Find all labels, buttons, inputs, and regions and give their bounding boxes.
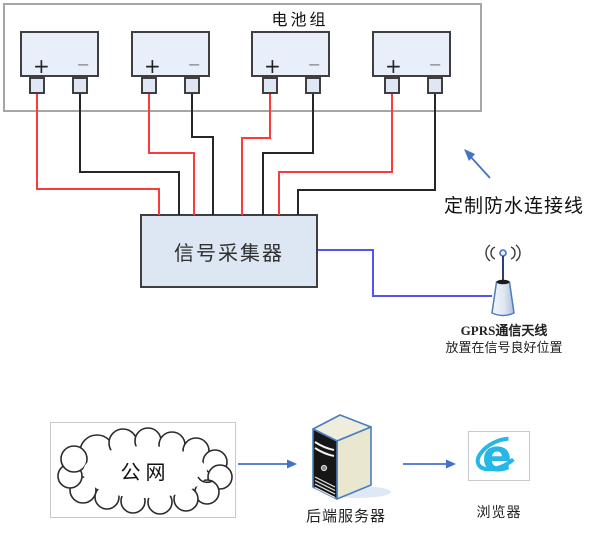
battery2-negative-terminal	[184, 77, 200, 94]
battery3-plus-label: +	[264, 54, 281, 78]
backend-server-label: 后端服务器	[305, 509, 386, 525]
battery2-plus-label: +	[144, 54, 161, 78]
server-icon	[312, 414, 391, 500]
battery4-minus-label: −	[428, 55, 442, 74]
wire-battery1-negative	[79, 94, 180, 215]
gprs-antenna-note: 放置在信号良好位置	[445, 340, 563, 355]
wire-battery2-negative	[191, 94, 214, 215]
signal-collector-box: 信号采集器	[140, 214, 318, 288]
browser-label: 浏览器	[476, 506, 522, 521]
battery3-negative-terminal	[305, 77, 321, 94]
negative-wires	[79, 94, 436, 215]
battery2-positive-terminal	[141, 77, 157, 94]
battery1-negative-terminal	[72, 77, 88, 94]
wire-antenna-blue	[318, 249, 492, 297]
positive-wires	[36, 94, 393, 215]
battery4-plus-label: +	[385, 54, 402, 78]
arrow-cloud-to-server	[238, 459, 297, 469]
battery4-positive-terminal	[384, 77, 400, 94]
battery-cell-2: + −	[131, 31, 210, 78]
battery-pack-title: 电池组	[271, 12, 329, 29]
battery-cell-4: + −	[372, 31, 451, 78]
wire-battery3-negative	[262, 94, 314, 215]
battery2-minus-label: −	[187, 55, 201, 74]
wire-battery1-positive	[36, 94, 160, 215]
battery3-minus-label: −	[307, 55, 321, 74]
waterproof-cable-label: 定制防水连接线	[444, 196, 585, 217]
battery1-minus-label: −	[76, 55, 90, 74]
battery1-positive-terminal	[29, 77, 45, 94]
wire-battery4-negative	[297, 94, 436, 215]
battery-cell-3: + −	[251, 31, 330, 78]
public-network-label: 公 网	[120, 462, 166, 484]
waterproof-cable-arrow	[464, 149, 491, 179]
gprs-antenna-title: GPRS通信天线	[460, 323, 548, 338]
battery4-negative-terminal	[427, 77, 443, 94]
battery1-plus-label: +	[33, 54, 50, 78]
battery-cell-1: + −	[20, 31, 99, 78]
signal-collector-label: 信号采集器	[174, 242, 284, 265]
antenna-label-block: GPRS通信天线 放置在信号良好位置	[428, 323, 580, 356]
wire-battery3-positive	[241, 94, 271, 215]
browser-box	[468, 431, 530, 481]
wire-battery4-positive	[278, 94, 393, 215]
battery3-positive-terminal	[262, 77, 278, 94]
gprs-antenna-icon	[485, 244, 521, 317]
wire-battery2-positive	[148, 94, 195, 215]
arrow-server-to-browser	[403, 459, 456, 469]
